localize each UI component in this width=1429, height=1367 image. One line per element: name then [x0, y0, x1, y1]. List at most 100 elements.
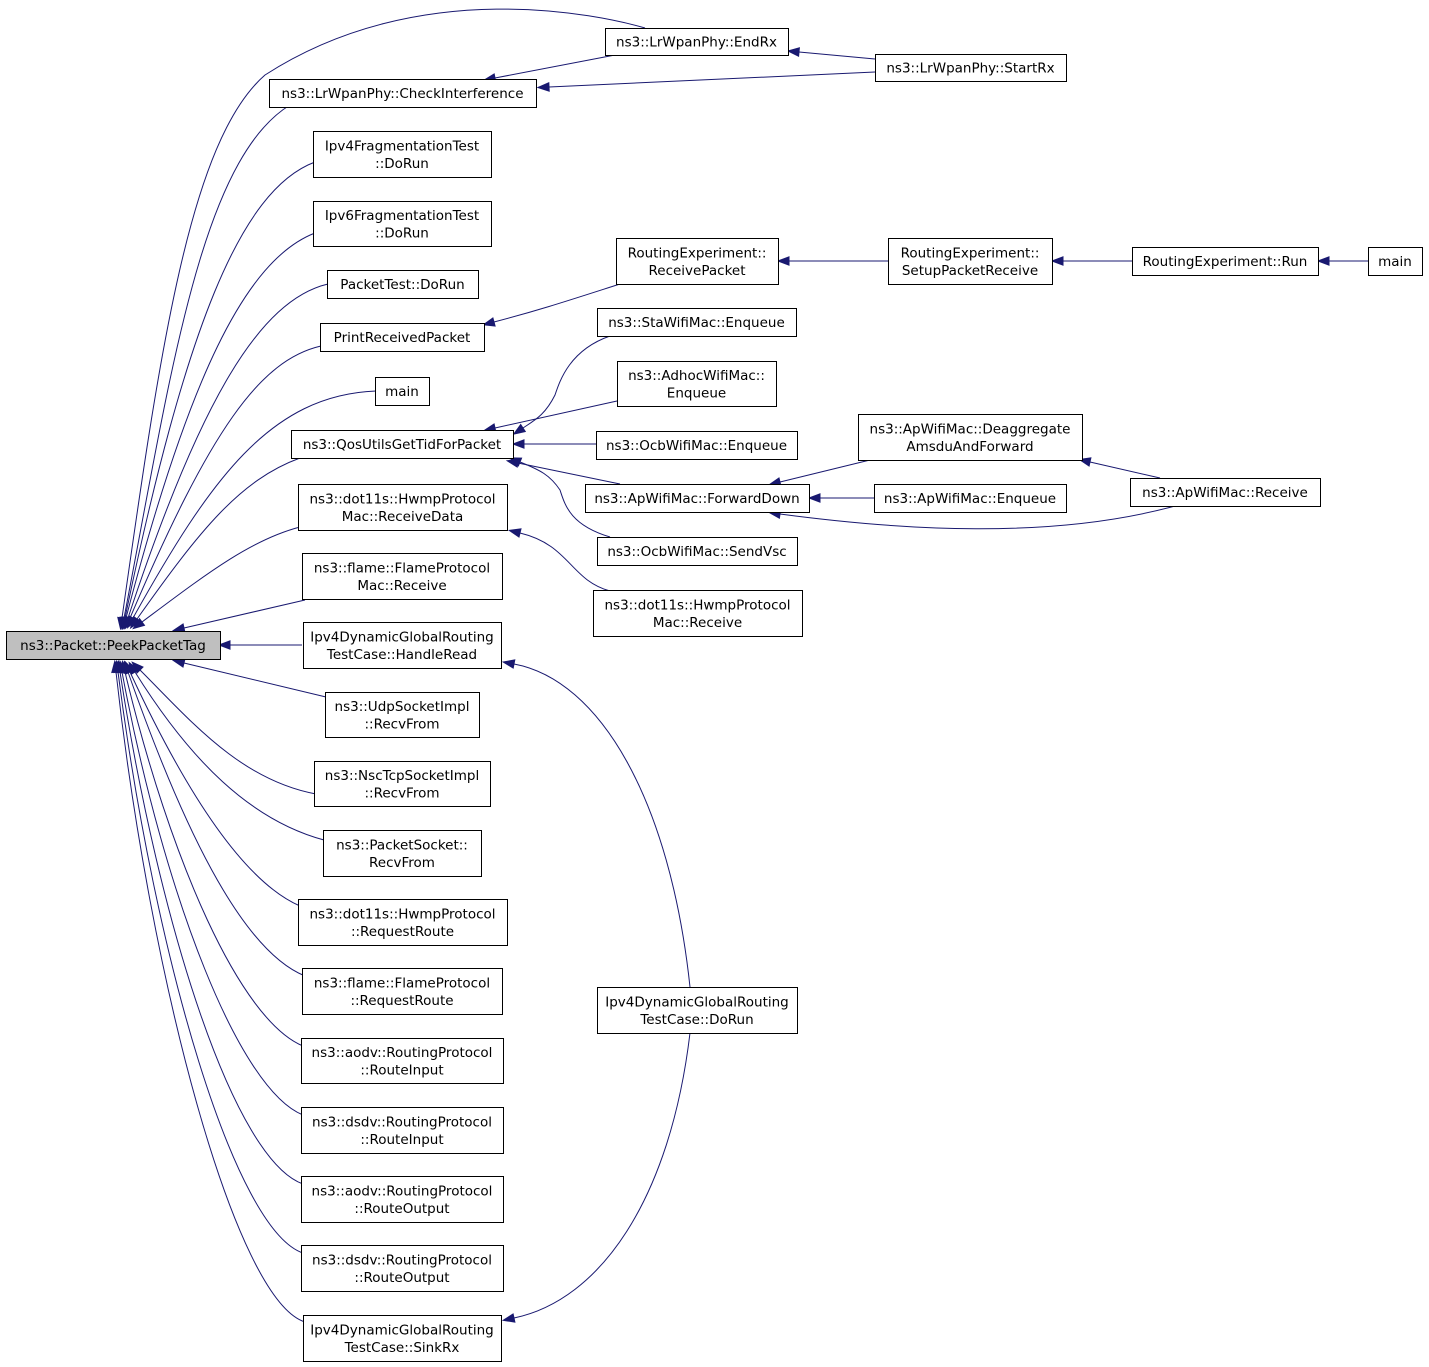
node-label: ns3::Packet::PeekPacketTag — [20, 638, 206, 654]
node-label: ns3::aodv::RoutingProtocol — [312, 1183, 493, 1199]
edge-qos-utils-to-root — [129, 457, 301, 630]
node-aodv-routeoutput[interactable]: ns3::aodv::RoutingProtocol::RouteOutput — [301, 1176, 504, 1223]
node-ipv6-frag-dorun[interactable]: Ipv6FragmentationTest::DoRun — [313, 201, 492, 247]
node-re-setuppacketreceive[interactable]: RoutingExperiment::SetupPacketReceive — [888, 238, 1053, 285]
edge-line — [124, 161, 316, 619]
node-label: ns3::UdpSocketImpl — [335, 699, 470, 715]
node-hwmp-mac-receivedata[interactable]: ns3::dot11s::HwmpProtocolMac::ReceiveDat… — [298, 484, 508, 531]
node-label: ::RouteOutput — [354, 1270, 449, 1286]
node-ap-deaggregate[interactable]: ns3::ApWifiMac::DeaggregateAmsduAndForwa… — [858, 414, 1083, 461]
arrowhead — [507, 528, 522, 538]
node-root[interactable]: ns3::Packet::PeekPacketTag — [6, 631, 221, 660]
edge-start-rx-to-check-interference — [536, 71, 876, 92]
node-label: ns3::LrWpanPhy::EndRx — [616, 35, 777, 51]
node-ap-forwarddown[interactable]: ns3::ApWifiMac::ForwardDown — [585, 484, 810, 513]
node-label: ns3::dsdv::RoutingProtocol — [312, 1114, 492, 1130]
node-box — [605, 28, 789, 56]
node-label: ::DoRun — [375, 225, 429, 241]
edge-line — [519, 532, 611, 592]
node-ocb-sendvsc[interactable]: ns3::OcbWifiMac::SendVsc — [597, 537, 798, 566]
node-ipv4-frag-dorun[interactable]: Ipv4FragmentationTest::DoRun — [313, 131, 492, 178]
edge-line — [119, 671, 304, 1185]
edge-end-rx-to-check-interference — [482, 54, 616, 83]
edge-line — [798, 51, 876, 60]
edge-start-rx-to-end-rx — [786, 47, 876, 60]
node-box — [303, 1315, 502, 1362]
node-label: PrintReceivedPacket — [334, 330, 471, 346]
node-box — [302, 968, 503, 1015]
node-dsdv-routeinput[interactable]: ns3::dsdv::RoutingProtocol::RouteInput — [301, 1107, 504, 1154]
node-check-interference[interactable]: ns3::LrWpanPhy::CheckInterference — [269, 79, 537, 108]
node-qos-utils[interactable]: ns3::QosUtilsGetTidForPacket — [291, 430, 514, 459]
edge-nsctcp-recvfrom-to-root — [131, 661, 317, 795]
node-flame-requestroute[interactable]: ns3::flame::FlameProtocol::RequestRoute — [302, 968, 503, 1015]
node-label: ns3::OcbWifiMac::SendVsc — [607, 544, 786, 560]
edge-dsdv-routeoutput-to-root — [113, 659, 304, 1254]
node-adhoc-enqueue[interactable]: ns3::AdhocWifiMac::Enqueue — [617, 361, 777, 407]
arrowhead — [511, 439, 525, 449]
edge-check-interference-to-root — [119, 104, 291, 631]
node-label: ns3::aodv::RoutingProtocol — [312, 1045, 493, 1061]
arrowhead — [786, 47, 800, 57]
node-box — [375, 377, 430, 406]
node-main-2[interactable]: main — [1368, 247, 1423, 276]
node-ocb-enqueue[interactable]: ns3::OcbWifiMac::Enqueue — [596, 431, 798, 460]
edge-line — [139, 669, 317, 795]
node-label: ns3::LrWpanPhy::StartRx — [886, 61, 1054, 77]
node-main-1[interactable]: main — [375, 377, 430, 406]
node-ipv4dgr-handleread[interactable]: Ipv4DynamicGlobalRoutingTestCase::Handle… — [303, 622, 502, 669]
node-end-rx[interactable]: ns3::LrWpanPhy::EndRx — [605, 28, 789, 56]
node-sta-enqueue[interactable]: ns3::StaWifiMac::Enqueue — [597, 308, 797, 337]
node-dsdv-routeoutput[interactable]: ns3::dsdv::RoutingProtocol::RouteOutput — [301, 1245, 504, 1292]
node-box — [1132, 247, 1319, 276]
node-print-received-packet[interactable]: PrintReceivedPacket — [320, 323, 485, 352]
node-hwmp-requestroute[interactable]: ns3::dot11s::HwmpProtocol::RequestRoute — [298, 899, 508, 946]
node-box — [301, 1107, 504, 1154]
node-re-run[interactable]: RoutingExperiment::Run — [1132, 247, 1319, 276]
node-box — [323, 830, 482, 877]
node-box — [597, 987, 798, 1034]
node-ap-enqueue[interactable]: ns3::ApWifiMac::Enqueue — [874, 484, 1067, 513]
arrowhead — [776, 256, 790, 266]
node-packetsocket-recvfrom[interactable]: ns3::PacketSocket::RecvFrom — [323, 830, 482, 877]
edge-line — [123, 104, 291, 619]
node-ap-receive[interactable]: ns3::ApWifiMac::Receive — [1130, 478, 1321, 507]
edge-line — [519, 461, 611, 538]
node-label: ns3::flame::FlameProtocol — [314, 975, 490, 991]
edge-aodv-routeoutput-to-root — [115, 659, 304, 1185]
node-udp-recvfrom[interactable]: ns3::UdpSocketImpl::RecvFrom — [325, 692, 480, 738]
node-nsctcp-recvfrom[interactable]: ns3::NscTcpSocketImpl::RecvFrom — [314, 761, 491, 807]
edge-line — [127, 283, 329, 619]
node-start-rx[interactable]: ns3::LrWpanPhy::StartRx — [875, 54, 1067, 82]
node-box — [617, 361, 777, 407]
node-label: ns3::ApWifiMac::Receive — [1142, 485, 1308, 501]
node-box — [298, 899, 508, 946]
node-label: ns3::AdhocWifiMac:: — [628, 368, 765, 384]
node-label: ns3::OcbWifiMac::Enqueue — [606, 438, 787, 454]
edge-flame-mac-receive-to-root — [171, 599, 306, 633]
node-box — [616, 238, 779, 285]
node-box — [313, 201, 492, 247]
node-box — [597, 537, 798, 566]
edge-line — [121, 671, 304, 1116]
node-label: PacketTest::DoRun — [340, 277, 464, 293]
node-label: Mac::Receive — [653, 615, 742, 631]
node-packettest-dorun[interactable]: PacketTest::DoRun — [327, 270, 479, 299]
node-label: Mac::ReceiveData — [342, 509, 464, 525]
node-box — [585, 484, 810, 513]
node-label: ns3::QosUtilsGetTidForPacket — [303, 437, 501, 453]
node-label: ns3::dot11s::HwmpProtocol — [604, 597, 790, 613]
node-box — [302, 553, 503, 600]
node-label: Ipv4DynamicGlobalRouting — [310, 629, 494, 645]
node-re-receivepacket[interactable]: RoutingExperiment::ReceivePacket — [616, 238, 779, 285]
node-aodv-routeinput[interactable]: ns3::aodv::RoutingProtocol::RouteInput — [301, 1038, 504, 1084]
node-label: Ipv4FragmentationTest — [325, 138, 479, 154]
edge-line — [522, 335, 611, 429]
edge-line — [125, 232, 316, 619]
node-label: ns3::ApWifiMac::Deaggregate — [870, 421, 1071, 437]
